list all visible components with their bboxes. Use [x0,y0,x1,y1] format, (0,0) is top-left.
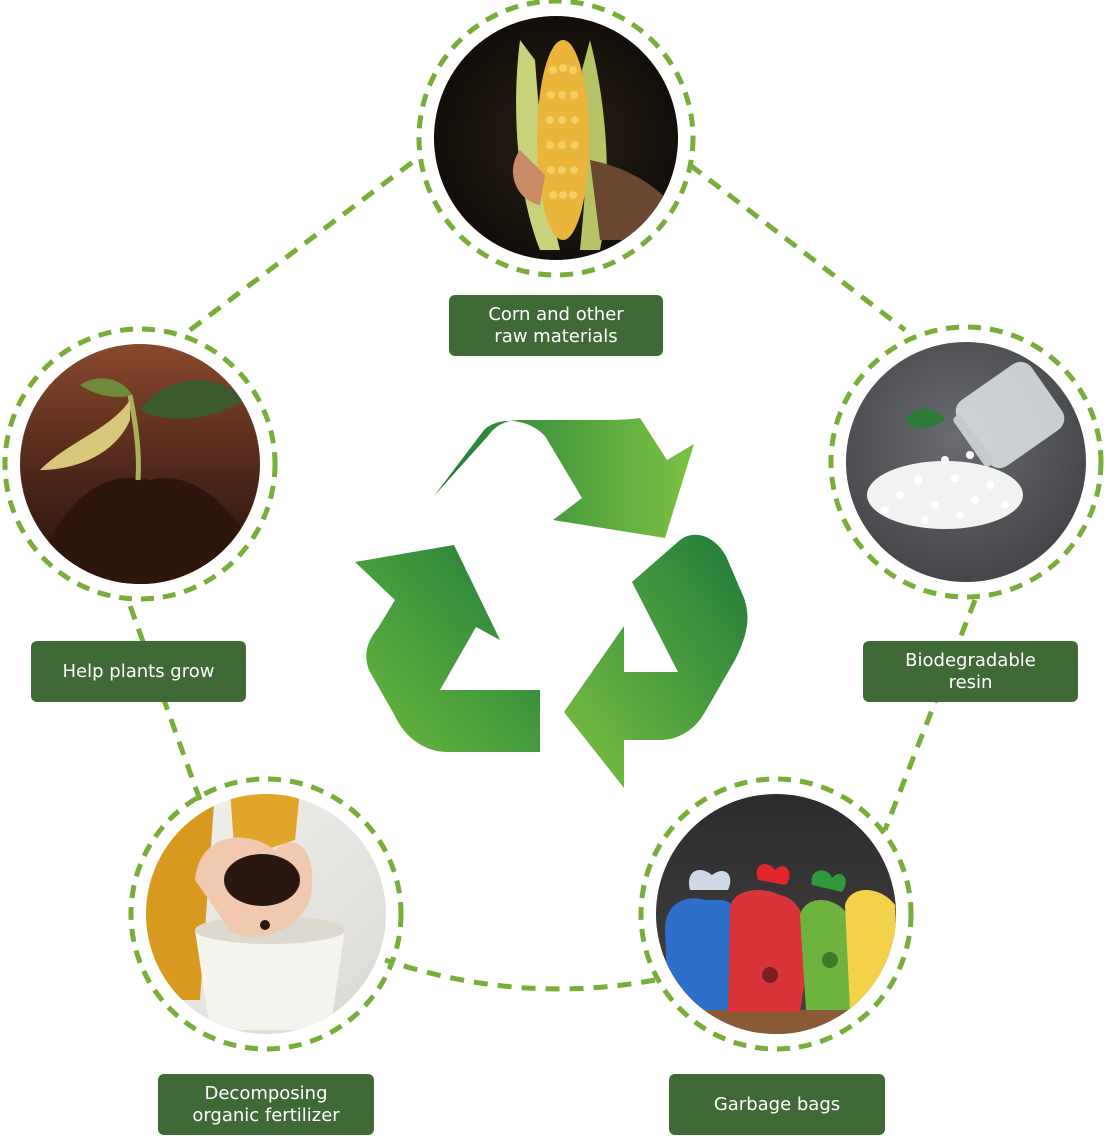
photo-rings [2,0,1104,1052]
resin-pellets-photo [846,342,1086,582]
connector-plants-to-corn [188,156,420,332]
connector-bags-to-compost [384,957,656,992]
connector-corn-to-resin [688,163,907,332]
seedling-photo [20,344,260,584]
ring-compost [128,776,404,1052]
label-garbage-bags: Garbage bags [669,1074,885,1135]
label-organic-fertilizer: Decomposing organic fertilizer [158,1074,374,1135]
label-biodegradable-resin: Biodegradable resin [863,641,1078,702]
ring-corn [416,0,696,278]
compost-soil-photo [146,794,386,1034]
ring-plants [2,326,278,602]
corn-cob-photo [434,16,678,260]
ring-resin [828,324,1104,600]
label-help-plants-grow: Help plants grow [31,641,246,702]
connector-resin-to-bags [882,599,978,831]
label-corn-raw-materials: Corn and other raw materials [449,295,663,356]
recycle-icon [355,418,748,788]
ring-bags [638,776,914,1052]
garbage-bags-photo [656,794,896,1034]
